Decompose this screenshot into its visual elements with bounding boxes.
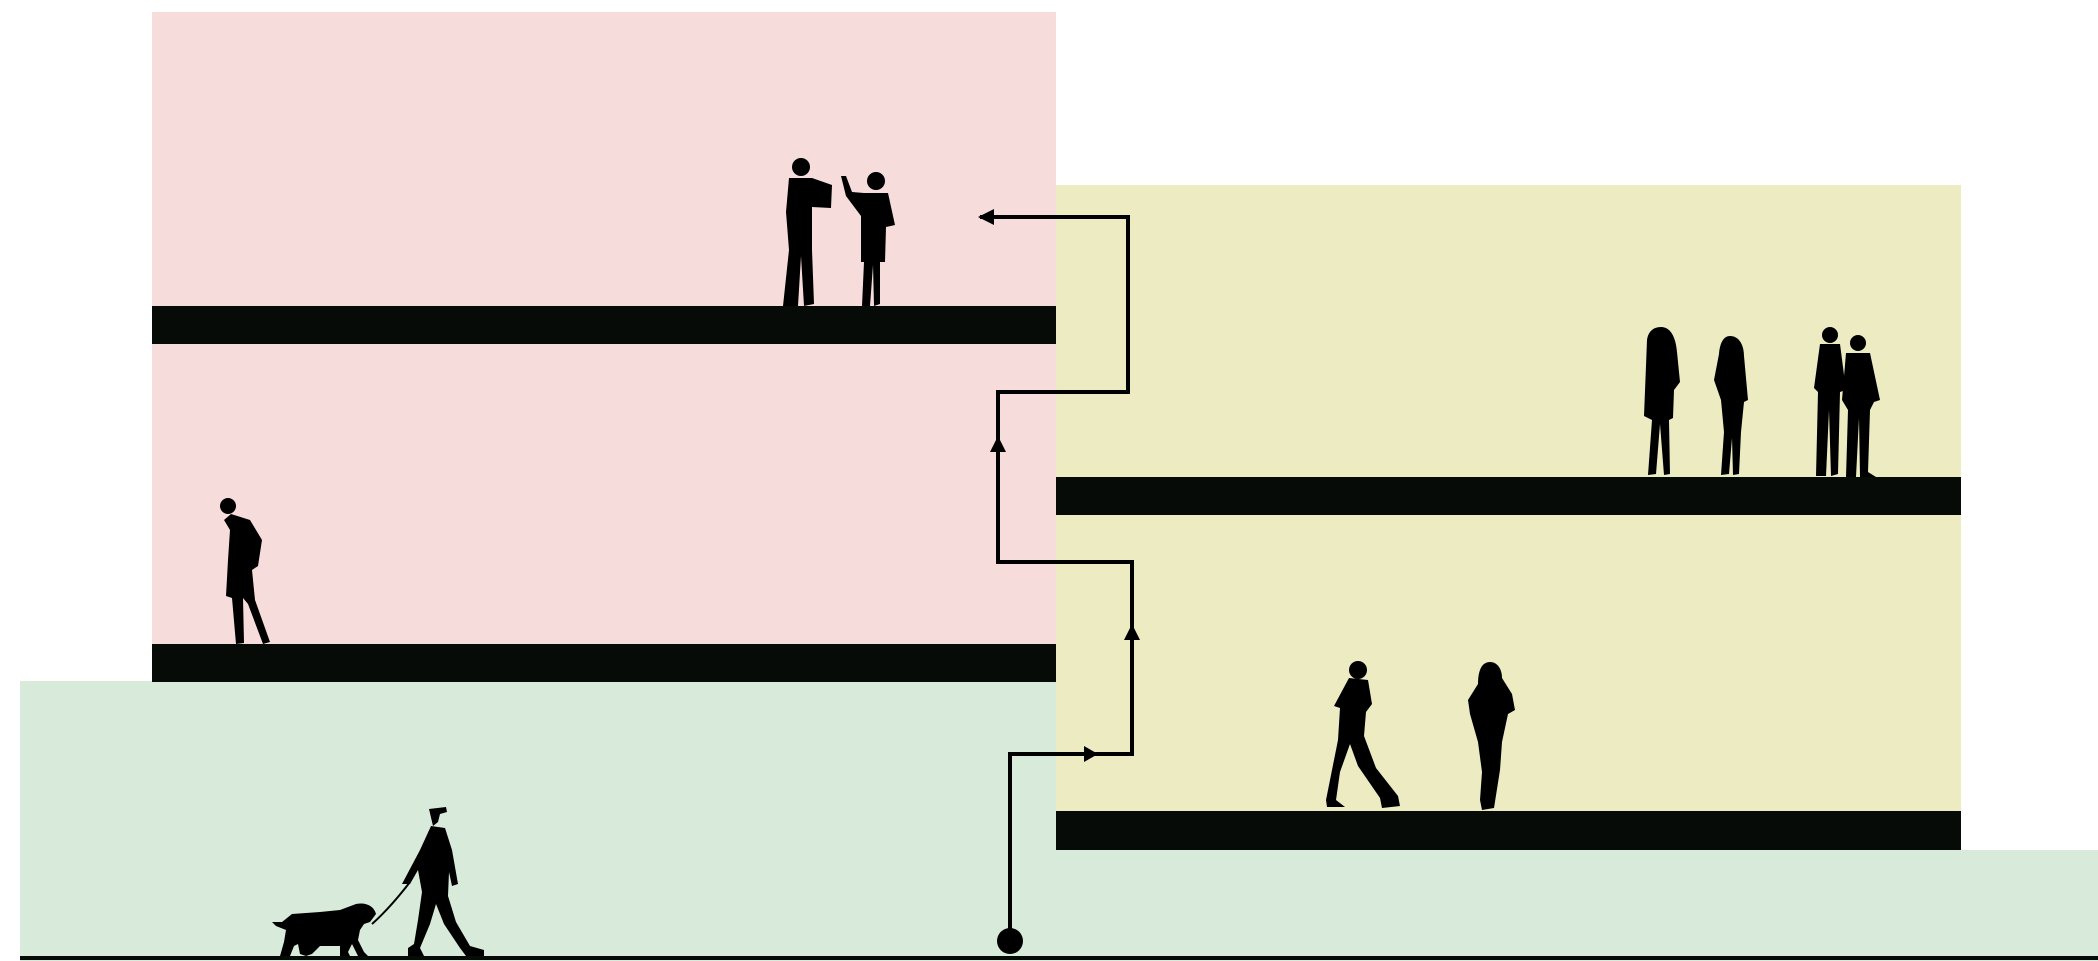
upper-block — [152, 12, 1056, 681]
person-silhouette-icon — [1644, 327, 1680, 475]
dog-leash — [371, 881, 411, 925]
route-start-dot-icon — [997, 928, 1023, 954]
arrowhead-icon — [1084, 746, 1098, 762]
slab-top-left — [152, 306, 1056, 344]
person-silhouette-icon — [1714, 336, 1748, 475]
right-block — [1056, 185, 1961, 850]
person-silhouette-icon — [1814, 327, 1846, 476]
ground-band-left — [20, 681, 1056, 961]
person-silhouette-icon — [220, 498, 270, 644]
person-silhouette-icon — [1468, 662, 1515, 810]
person-silhouette-icon — [783, 158, 832, 306]
ground-band-right — [1056, 850, 2098, 961]
slab-lower-right — [1056, 811, 1961, 850]
arrowhead-icon — [1124, 624, 1140, 640]
arrowhead-icon — [990, 436, 1006, 452]
ground-line — [20, 956, 2098, 960]
slab-middle-left — [152, 644, 1056, 682]
dog-silhouette-icon — [272, 903, 376, 956]
arrowhead-icon — [978, 209, 994, 225]
person-silhouette-icon — [1326, 661, 1400, 808]
person-silhouette-icon — [402, 807, 484, 956]
person-silhouette-icon — [1842, 335, 1880, 477]
slab-upper-right — [1056, 477, 1961, 515]
person-silhouette-icon — [841, 172, 895, 306]
